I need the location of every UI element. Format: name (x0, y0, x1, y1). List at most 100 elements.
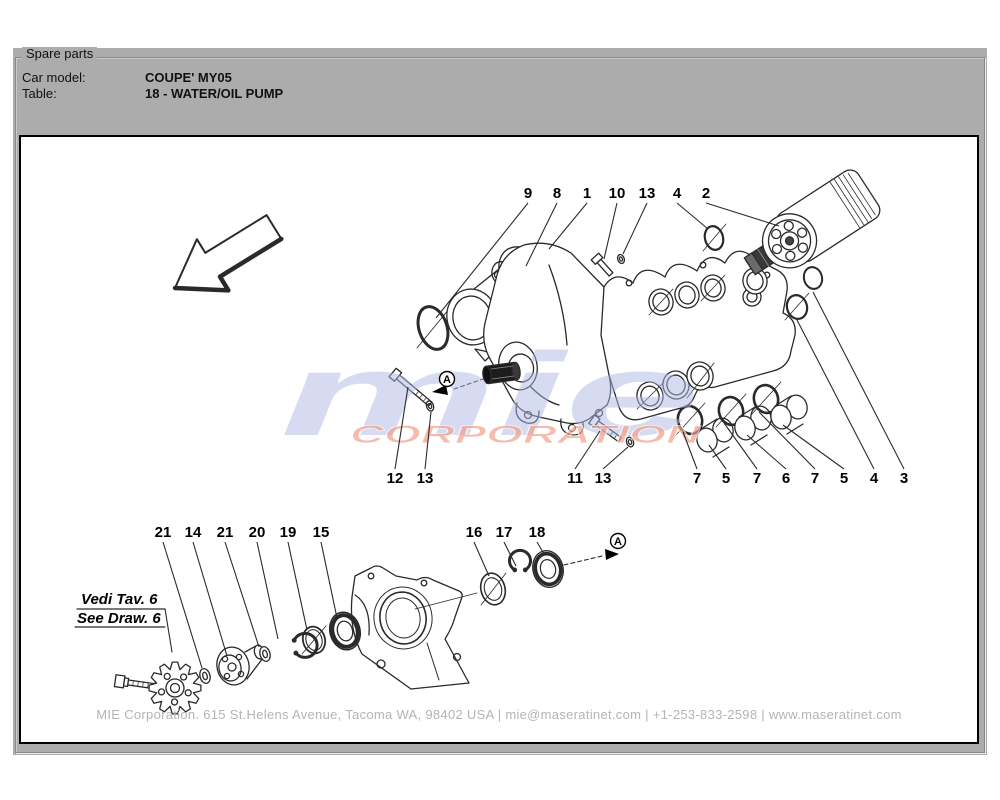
part-callout-17[interactable]: 17 (496, 524, 513, 541)
leader-line-2 (705, 202, 780, 227)
manifold-body (600, 250, 796, 421)
ring-16 (479, 572, 507, 606)
leader-line-7 (758, 411, 816, 470)
washer-13-top (616, 253, 626, 265)
part-callout-13[interactable]: 13 (417, 470, 434, 487)
part-callout-4[interactable]: 4 (870, 470, 879, 487)
part-callout-16[interactable]: 16 (466, 524, 483, 541)
part-callout-13[interactable]: 13 (639, 185, 656, 202)
part-callout-7[interactable]: 7 (811, 470, 819, 487)
snap-ring-17 (508, 548, 532, 573)
table-value: 18 - WATER/OIL PUMP (145, 86, 284, 101)
bolt-10 (590, 252, 614, 277)
leader-line-21 (224, 541, 260, 648)
part-callout-11[interactable]: 11 (567, 470, 583, 487)
part-callout-7[interactable]: 7 (753, 470, 761, 487)
view-marker-letter-1: A (443, 374, 451, 386)
leader-line-5 (782, 424, 845, 470)
table-row: Table: 18 - WATER/OIL PUMP (22, 86, 283, 102)
leader-line-18 (536, 541, 545, 555)
leader-line-4 (796, 319, 875, 470)
part-callout-19[interactable]: 19 (280, 524, 297, 541)
leader-line-13 (424, 411, 432, 470)
part-callout-18[interactable]: 18 (529, 524, 546, 541)
diagram-line-art (74, 169, 881, 715)
o-ring-4-bottom (784, 292, 810, 321)
watermark-corporation-text: CORPORATION (350, 421, 702, 449)
part-callout-10[interactable]: 10 (609, 185, 626, 202)
table-label: Table: (22, 86, 57, 101)
view-a-arrow-right (563, 549, 619, 566)
part-callout-20[interactable]: 20 (249, 524, 266, 541)
groupbox-label: Spare parts (22, 47, 98, 61)
car-model-value: COUPE' MY05 (145, 70, 232, 85)
view-a-arrow-left (432, 377, 487, 395)
o-ring-7c (750, 381, 782, 416)
view-marker-circle-1 (438, 370, 456, 388)
o-ring-3 (802, 266, 824, 290)
leader-line-8 (525, 202, 558, 267)
leader-line-17 (503, 541, 517, 567)
bushing-5a (696, 417, 734, 458)
bushing-6 (734, 405, 772, 446)
part-callout-7[interactable]: 7 (693, 470, 701, 487)
part-callout-21[interactable]: 21 (155, 524, 172, 541)
car-model-label: Car model: (22, 70, 86, 85)
part-callout-8[interactable]: 8 (553, 185, 561, 202)
callout-layer: 9 8 1 10 13 4 2 12 13 11 13 7 5 7 6 7 5 4 3 21 14 21 20 19 15 16 1… (155, 185, 908, 669)
watermark: mie CORPORATION (280, 329, 702, 461)
note-line-italian: Vedi Tav. 6 (81, 591, 158, 608)
part-callout-4[interactable]: 4 (673, 185, 682, 202)
part-callout-12[interactable]: 12 (387, 470, 404, 487)
part-callout-13[interactable]: 13 (595, 470, 612, 487)
snap-ring-20 (291, 631, 319, 659)
water-oil-pump-exploded-diagram: mie CORPORATION 981101342121311137576754… (74, 169, 908, 715)
leader-line-12 (394, 386, 409, 470)
watermark-logo-text: mie (280, 329, 700, 461)
direction-arrow (172, 214, 284, 293)
part-callout-1[interactable]: 1 (583, 185, 591, 202)
washer-21a (199, 667, 211, 685)
table-metadata: Car model: COUPE' MY05 Table: 18 - WATER/O… (22, 70, 283, 102)
part-callout-6[interactable]: 6 (782, 470, 790, 487)
leader-line-4 (676, 202, 709, 230)
part-callout-3[interactable]: 3 (900, 470, 908, 487)
washer-13-right (625, 436, 635, 448)
bushing-5b (770, 394, 808, 435)
part-callout-21[interactable]: 21 (217, 524, 234, 541)
leader-line-20 (256, 541, 279, 640)
view-marker-circle-2 (609, 532, 627, 550)
note-underlines (74, 608, 173, 653)
leader-line-16 (473, 541, 490, 577)
o-ring-4-top (702, 223, 727, 252)
part-callout-14[interactable]: 14 (185, 524, 202, 541)
washer-13-left (425, 400, 435, 412)
o-ring-7a (674, 402, 706, 437)
oil-filter (761, 169, 881, 269)
leader-line-15 (320, 541, 338, 619)
manifold-top-ports (648, 267, 768, 316)
timing-cover (350, 565, 478, 690)
manifold-bottom-ports (636, 361, 715, 411)
part-callout-5[interactable]: 5 (722, 470, 730, 487)
car-model-row: Car model: COUPE' MY05 (22, 70, 283, 86)
footer-contact-info: MIE Corporation. 615 St.Helens Avenue, T… (96, 707, 902, 722)
see-drawing-note: Vedi Tav. 6 See Draw. 6 (77, 591, 161, 627)
note-line-english: See Draw. 6 (77, 610, 161, 627)
leader-line-11 (574, 430, 601, 470)
leader-line-14 (192, 541, 228, 657)
leader-line-7 (682, 431, 698, 470)
part-callout-5[interactable]: 5 (840, 470, 848, 487)
pump-shaft (482, 341, 538, 391)
leader-line-5 (708, 444, 727, 470)
part-callout-2[interactable]: 2 (702, 185, 710, 202)
hub-14 (216, 644, 265, 686)
leader-line-9 (435, 202, 529, 319)
chain-sprocket (148, 661, 202, 715)
part-callout-9[interactable]: 9 (524, 185, 532, 202)
view-marker-letter-2: A (614, 536, 622, 548)
part-callout-15[interactable]: 15 (313, 524, 330, 541)
leader-line-10 (603, 202, 618, 260)
